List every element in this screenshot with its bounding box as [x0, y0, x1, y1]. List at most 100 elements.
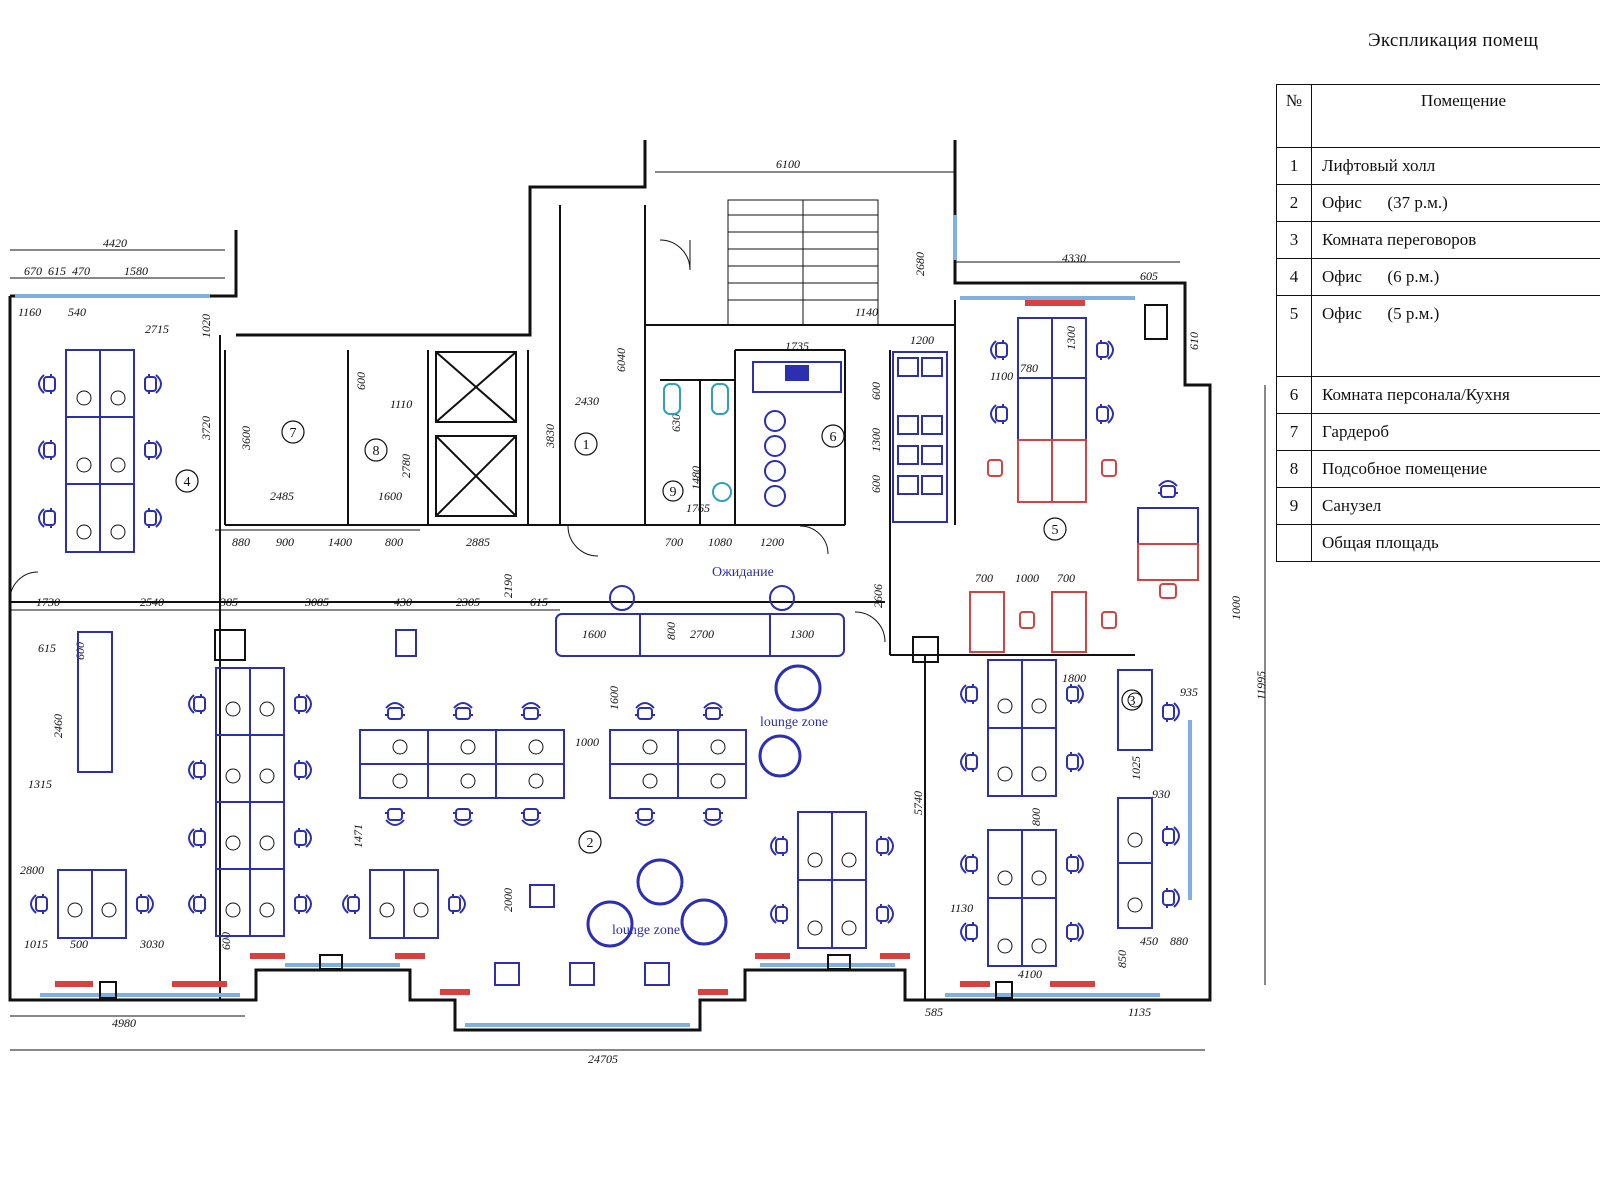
dim-2305: 2305 [456, 595, 480, 609]
dim-1315: 1315 [28, 777, 52, 791]
outer-walls [8, 140, 1212, 1032]
plan-labels: Ожидание lounge zone lounge zone [612, 565, 828, 938]
dim-1300-r: 1300 [1064, 326, 1078, 350]
legend-row-num: 5 [1276, 295, 1312, 377]
dim-615: 615 [48, 264, 66, 278]
dim-3720: 3720 [199, 416, 213, 441]
dim-6040: 6040 [614, 348, 628, 372]
legend-row-num: 1 [1276, 147, 1312, 185]
dim-4420: 4420 [103, 236, 127, 250]
dim-2000-lz: 2000 [501, 888, 515, 912]
dim-605: 605 [1140, 269, 1158, 283]
dim-1800-r: 1800 [1062, 671, 1086, 685]
columns [99, 304, 1168, 999]
dim-585: 585 [925, 1005, 943, 1019]
dim-2800: 2800 [20, 863, 44, 877]
label-lounge-zone-top: lounge zone [760, 715, 828, 730]
room-number-9: 9 [670, 485, 677, 500]
room-number-4: 4 [184, 475, 191, 490]
workstations-small-circles [67, 390, 1143, 954]
dim-1580: 1580 [124, 264, 148, 278]
dim-930: 930 [1152, 787, 1170, 801]
dim-2700: 2700 [690, 627, 714, 641]
legend-header-row: № Помещение [1276, 84, 1600, 148]
legend-row-name: Комната персонала/Кухня [1311, 376, 1600, 414]
dim-1020: 1020 [199, 314, 213, 338]
room-number-5: 5 [1052, 523, 1059, 538]
dim-880-r: 880 [1170, 934, 1188, 948]
dim-1471: 1471 [351, 824, 365, 848]
dim-430: 430 [394, 595, 412, 609]
wall-pilasters-red [55, 300, 1095, 995]
dim-600-bl: 600 [219, 932, 233, 950]
office5-red-chairs [987, 459, 1177, 629]
dim-3030: 3030 [139, 937, 164, 951]
dim-615-l: 615 [38, 641, 56, 655]
dim-1200-d: 1200 [760, 535, 784, 549]
door-swings [9, 239, 886, 643]
legend-row-num: 8 [1276, 450, 1312, 488]
dim-900: 900 [276, 535, 294, 549]
dim-1110: 1110 [390, 397, 412, 411]
dim-450: 450 [1140, 934, 1158, 948]
room-number-8: 8 [373, 444, 380, 459]
dim-1000-v: 1000 [1229, 596, 1243, 620]
columns-and-boxes [77, 629, 670, 986]
dim-850: 850 [1115, 950, 1129, 968]
dim-1015: 1015 [24, 937, 48, 951]
label-lounge-zone-bottom: lounge zone [612, 923, 680, 938]
dim-1000-ws: 1000 [575, 735, 599, 749]
kitchen-furniture [752, 351, 948, 523]
office5-desks [969, 317, 1199, 653]
room-number-7: 7 [290, 426, 297, 441]
label-reception: Ожидание [712, 565, 774, 580]
legend-header-num: № [1276, 84, 1312, 148]
dim-3085: 3085 [304, 595, 329, 609]
dim-1000-r: 1000 [1015, 571, 1039, 585]
dim-1080: 1080 [708, 535, 732, 549]
dim-1200-k: 1200 [910, 333, 934, 347]
dim-600-k-b: 600 [869, 475, 883, 493]
legend-row-name: Лифтовый холл [1311, 147, 1600, 185]
staircase [727, 199, 879, 326]
dim-1140: 1140 [855, 305, 878, 319]
dim-4980: 4980 [112, 1016, 136, 1030]
room-number-2: 2 [587, 836, 594, 851]
dim-670: 670 [24, 264, 42, 278]
dim-540: 540 [68, 305, 86, 319]
dim-1765: 1765 [686, 501, 710, 515]
dim-1160: 1160 [18, 305, 41, 319]
dim-1100-r: 1100 [990, 369, 1013, 383]
dim-610: 610 [1187, 332, 1201, 350]
legend-row-name: Подсобное помещение [1311, 450, 1600, 488]
dim-1600-sofa: 1600 [582, 627, 606, 641]
legend-row-num: 7 [1276, 413, 1312, 451]
dim-780: 780 [1020, 361, 1038, 375]
dim-2885: 2885 [466, 535, 490, 549]
dim-1130: 1130 [950, 901, 973, 915]
dim-880: 880 [232, 535, 250, 549]
dim-2606: 2606 [871, 584, 885, 608]
dim-4330: 4330 [1062, 251, 1086, 265]
dim-2680: 2680 [913, 252, 927, 276]
dim-3600: 3600 [239, 426, 253, 451]
reception-sofa [555, 585, 845, 657]
room-number-3: 3 [1129, 694, 1136, 709]
legend-row-name: Офис (37 р.м.) [1311, 184, 1600, 222]
dim-1300-sofa: 1300 [790, 627, 814, 641]
dim-700-d: 700 [665, 535, 683, 549]
windows [15, 215, 1192, 1027]
dim-2485: 2485 [270, 489, 294, 503]
legend-row-num [1276, 524, 1312, 562]
dim-1025: 1025 [1129, 756, 1143, 780]
dim-2460: 2460 [51, 714, 65, 738]
dim-2780: 2780 [399, 454, 413, 478]
legend-row-num: 6 [1276, 376, 1312, 414]
dim-600-r8: 600 [354, 372, 368, 390]
